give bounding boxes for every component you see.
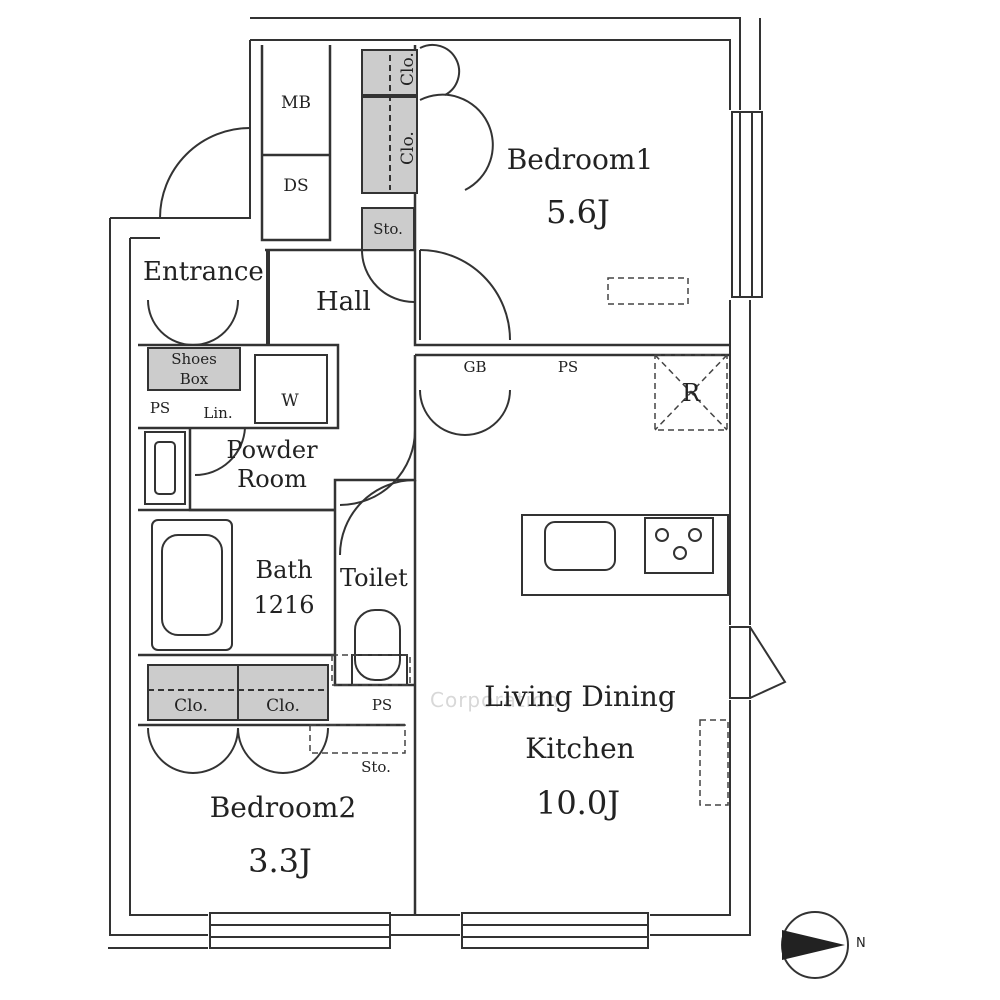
dashed-outlines <box>309 277 729 806</box>
bedroom2-area: 3.3J <box>248 842 312 880</box>
watermark: Corporation <box>430 688 560 712</box>
closets <box>147 49 418 721</box>
toilet-label: Toilet <box>340 564 408 592</box>
closet-label-3: Clo. <box>174 696 208 716</box>
windows <box>209 111 787 949</box>
storage-label-bedroom2: Sto. <box>361 758 391 776</box>
ldk-area: 10.0J <box>535 784 621 822</box>
powder-room-label-line1: Powder <box>226 436 318 464</box>
bath-label-line2: 1216 <box>253 591 315 619</box>
door-swings <box>147 43 511 774</box>
compass-icon <box>781 911 849 979</box>
compass-north-label: N <box>856 936 866 951</box>
closet-label-1: Clo. <box>398 52 418 86</box>
pipe-space-label-toilet: PS <box>371 696 393 714</box>
ds-label: DS <box>283 176 309 196</box>
bath-label-line1: Bath <box>255 556 313 584</box>
pipe-space-label-entrance: PS <box>149 399 171 417</box>
closet-label-2: Clo. <box>398 131 418 165</box>
mb-label: MB <box>281 93 311 113</box>
washer-label: W <box>281 391 299 411</box>
fixtures <box>144 354 729 686</box>
refrigerator-label: R <box>681 379 701 407</box>
bedroom2-label: Bedroom2 <box>209 791 357 824</box>
powder-room-label-line2: Room <box>237 465 307 493</box>
closet-label-4: Clo. <box>266 696 300 716</box>
ldk-label-line1: Living Dining <box>484 680 676 713</box>
pipe-space-label-ldk: PS <box>557 358 579 376</box>
linen-label: Lin. <box>203 404 233 422</box>
bedroom1-area: 5.6J <box>546 193 610 231</box>
exterior-walls <box>108 17 761 949</box>
shoes-box-label-line1: Shoes <box>171 350 217 368</box>
ldk-label-line2: Kitchen <box>525 732 635 765</box>
hall-label: Hall <box>316 287 371 317</box>
storage-label-hall: Sto. <box>373 220 403 238</box>
gb-label: GB <box>463 358 487 376</box>
entrance-label: Entrance <box>143 257 264 287</box>
shoes-box-label-line2: Box <box>179 370 209 388</box>
bedroom1-label: Bedroom1 <box>506 143 654 176</box>
